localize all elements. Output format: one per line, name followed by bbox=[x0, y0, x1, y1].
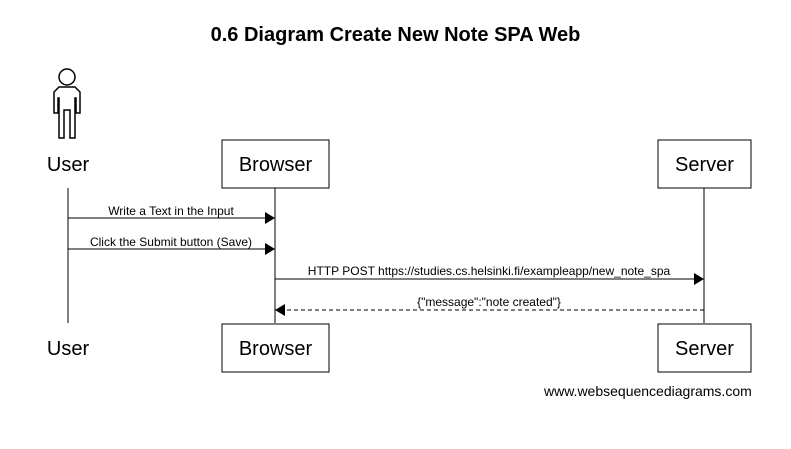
participant-box-browser-bottom bbox=[221, 323, 330, 373]
participant-label-server-top: Server bbox=[675, 154, 734, 176]
message-label-1: Write a Text in the Input bbox=[108, 204, 234, 218]
participant-box-server-bottom bbox=[657, 323, 752, 373]
message-label-3: HTTP POST https://studies.cs.helsinki.fi… bbox=[308, 264, 671, 278]
diagram-title: 0.6 Diagram Create New Note SPA Web bbox=[210, 24, 581, 46]
participant-label-user-bottom: User bbox=[47, 338, 90, 360]
message-label-2: Click the Submit button (Save) bbox=[90, 235, 252, 249]
participant-label-browser-top: Browser bbox=[239, 154, 313, 176]
participant-box-browser-top bbox=[221, 139, 330, 189]
participant-label-user-top: User bbox=[47, 154, 90, 176]
participant-label-browser-bottom: Browser bbox=[239, 338, 313, 360]
watermark-text: www.websequencediagrams.com bbox=[544, 383, 752, 399]
participant-label-server-bottom: Server bbox=[675, 338, 734, 360]
user-actor-icon bbox=[53, 68, 81, 139]
message-label-4: {"message":"note created"} bbox=[417, 295, 561, 309]
